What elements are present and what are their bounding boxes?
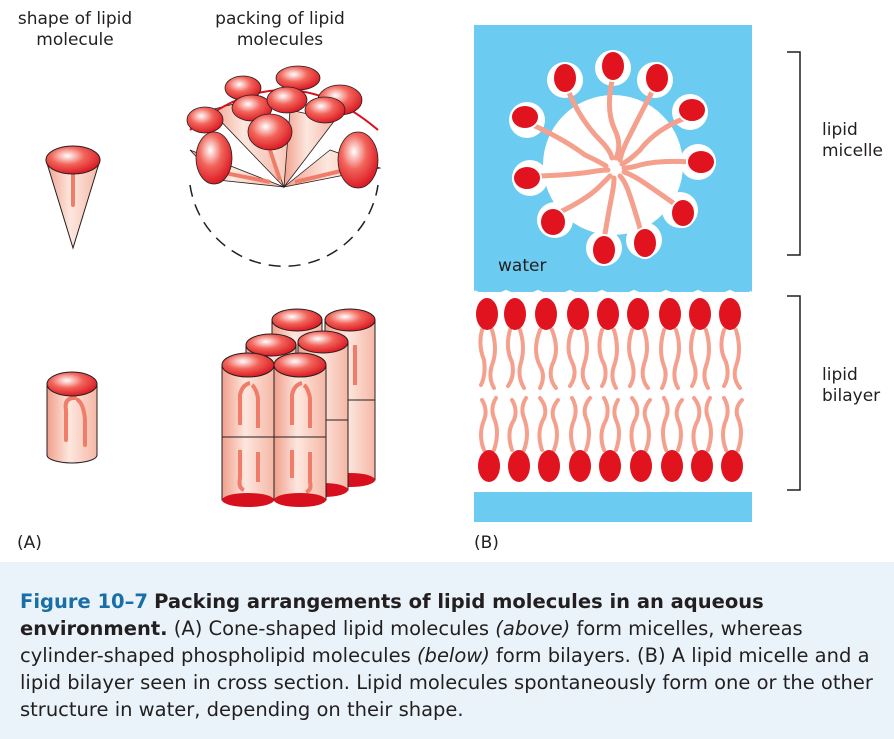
caption-italic-1: (above) bbox=[495, 617, 571, 640]
micelle-cross-section bbox=[509, 50, 716, 266]
label-lipid-bilayer: lipid bilayer bbox=[822, 365, 880, 407]
caption-text-2: form micelles, whereas cylinder-shaped p… bbox=[20, 617, 803, 667]
figure-area: shape of lipid molecule packing of lipid… bbox=[0, 9, 883, 553]
panel-b-letter: (B) bbox=[474, 533, 499, 553]
figure-caption: Figure 10–7 Packing arrangements of lipi… bbox=[20, 588, 880, 723]
label-bilayer-line2: bilayer bbox=[822, 386, 881, 406]
panel-a-letter: (A) bbox=[17, 533, 42, 553]
label-micelle-line1: lipid bbox=[822, 120, 858, 140]
caption-text-3: form bilayers. (B) A lipid micelle and a… bbox=[20, 644, 873, 721]
label-lipid-micelle: lipid micelle bbox=[822, 120, 883, 162]
bilayer-cross-section bbox=[473, 289, 754, 492]
label-shape-line2: molecule bbox=[36, 30, 114, 50]
label-bilayer-line1: lipid bbox=[822, 365, 858, 385]
figure-illustration bbox=[45, 25, 801, 522]
figure-title: Packing arrangements of lipid molecules … bbox=[20, 590, 764, 640]
label-shape-line1: shape of lipid bbox=[17, 9, 133, 29]
label-water: water bbox=[498, 256, 547, 276]
label-packing-of-lipid: packing of lipid molecules bbox=[195, 9, 365, 51]
caption-italic-2: (below) bbox=[416, 644, 490, 667]
label-micelle-line2: micelle bbox=[822, 141, 883, 161]
bilayer-bracket bbox=[787, 295, 801, 491]
single-cone-lipid bbox=[45, 145, 101, 250]
label-shape-of-lipid: shape of lipid molecule bbox=[0, 9, 150, 51]
figure-number: Figure 10–7 bbox=[20, 590, 148, 613]
single-cylinder-lipid bbox=[46, 371, 98, 464]
cylinder-packing-bilayer bbox=[221, 308, 376, 507]
label-packing-line2: molecules bbox=[236, 30, 324, 50]
cone-packing-micelle bbox=[186, 65, 382, 268]
micelle-bracket bbox=[787, 51, 801, 256]
label-packing-line1: packing of lipid bbox=[215, 9, 345, 29]
caption-area: Figure 10–7 Packing arrangements of lipi… bbox=[0, 562, 894, 739]
caption-text-1: (A) Cone-shaped lipid molecules bbox=[167, 617, 496, 640]
